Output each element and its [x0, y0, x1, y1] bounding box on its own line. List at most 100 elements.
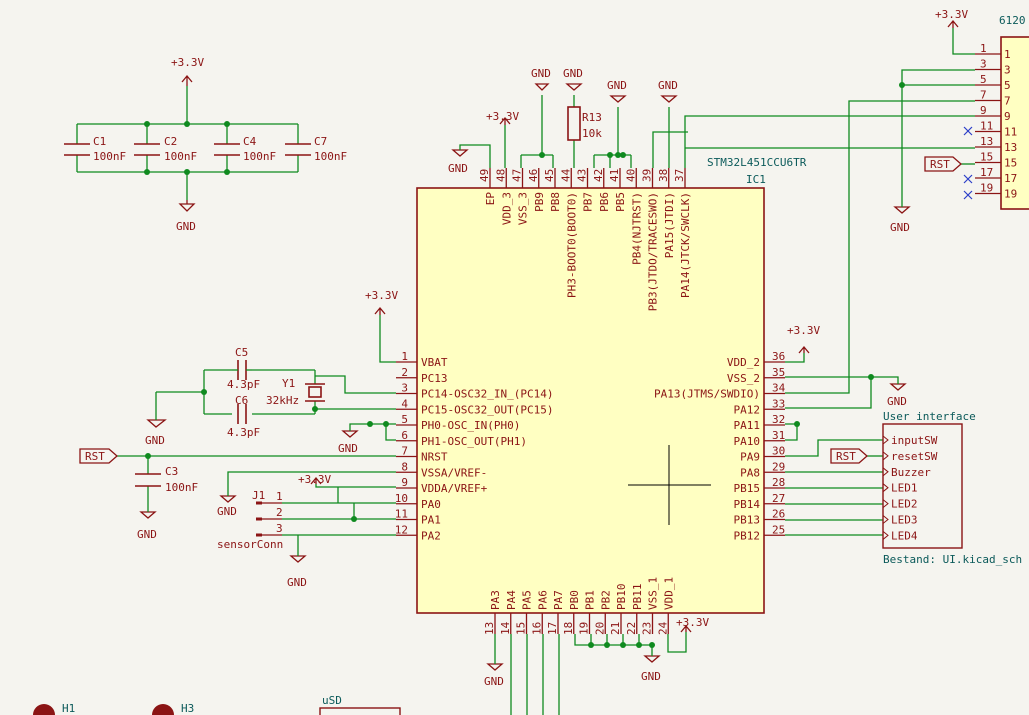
rst-label-left[interactable]: RST: [79, 448, 118, 464]
capacitor-c6[interactable]: C6 4.3pF: [227, 394, 260, 439]
pin-number: 20: [593, 622, 606, 635]
capacitor-c2[interactable]: C2 100nF: [134, 124, 197, 172]
pin-number: 26: [772, 508, 785, 521]
connector-j1[interactable]: J1 1 2 3 sensorConn: [217, 489, 283, 551]
svg-text:H1: H1: [62, 702, 75, 715]
pin-number: 8: [401, 460, 408, 473]
ic1-body[interactable]: [416, 187, 765, 614]
sheet-pin-LED4[interactable]: LED4: [882, 529, 918, 542]
sheet-pin-inputSW[interactable]: inputSW: [882, 434, 938, 447]
sheet-pin-Buzzer[interactable]: Buzzer: [882, 466, 931, 479]
pin-number: 30: [772, 445, 785, 458]
crystal-y1[interactable]: Y1 32kHz: [266, 377, 325, 407]
capacitor-c7[interactable]: C7 100nF: [285, 124, 347, 172]
pin-name: EP: [484, 192, 497, 206]
vcc-label-header: +3.3V: [935, 8, 968, 21]
pin-number: 31: [772, 429, 785, 442]
capacitor-c4[interactable]: C4 100nF: [214, 124, 276, 172]
sheet-pin-LED3[interactable]: LED3: [882, 514, 918, 527]
rst-label-sheet[interactable]: RST: [830, 448, 868, 464]
sheet-file: Bestand: UI.kicad_sch: [883, 553, 1022, 566]
sheet-user-interface[interactable]: User interface Bestand: UI.kicad_sch inp…: [882, 410, 1022, 566]
usd-sheet[interactable]: uSD: [319, 694, 401, 715]
mounting-hole-h1[interactable]: H1: [33, 702, 75, 715]
pin-number: 19: [578, 622, 591, 635]
capacitor-c3[interactable]: C3 100nF: [135, 465, 198, 494]
rst-label-header[interactable]: RST: [924, 156, 962, 172]
sheet-pin-label: inputSW: [891, 434, 938, 447]
capacitor-c5[interactable]: C5 4.3pF: [227, 346, 260, 391]
resistor-r13[interactable]: R13 10k: [567, 106, 602, 141]
pin-number: 47: [511, 169, 524, 182]
pin-name: PB9: [533, 192, 546, 212]
sheet-pin-resetSW[interactable]: resetSW: [882, 450, 938, 463]
pin-number: 40: [624, 169, 637, 182]
capacitor-c1[interactable]: C1 100nF: [64, 124, 126, 172]
mounting-hole-h3[interactable]: H3: [152, 702, 194, 715]
sheet-pin-LED1[interactable]: LED1: [882, 482, 918, 495]
sheet-pin-LED2[interactable]: LED2: [882, 498, 918, 511]
